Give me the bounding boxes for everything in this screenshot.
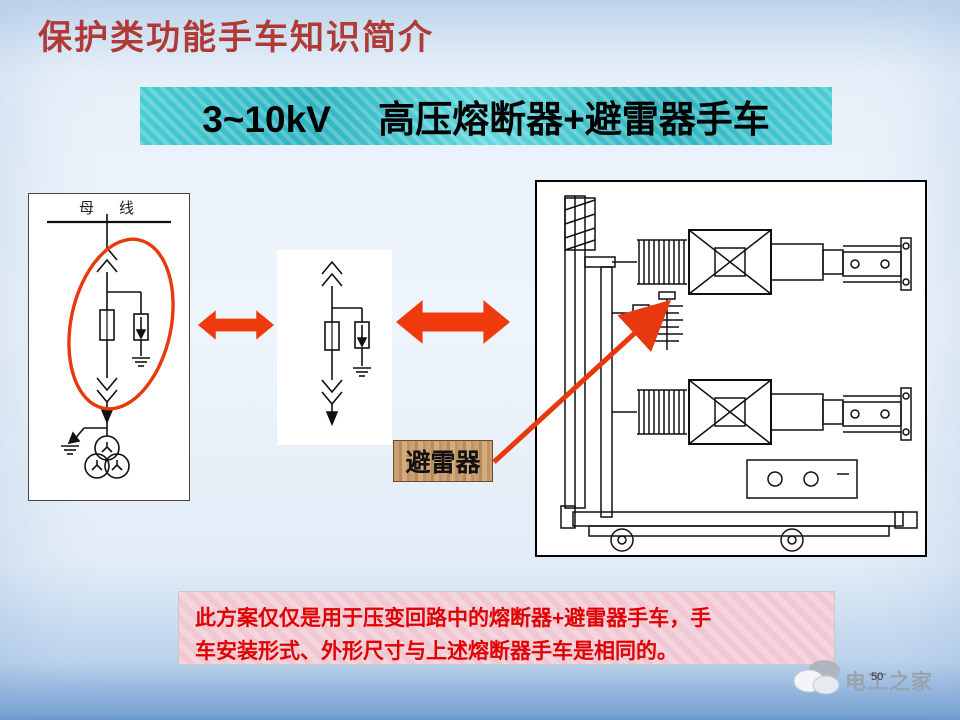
page-title: 保护类功能手车知识简介 (38, 19, 434, 57)
note-line-1: 此方案仅仅是用于压变回路中的熔断器+避雷器手车，手 (195, 607, 712, 630)
circuit-diagram-middle-graphic (321, 260, 371, 427)
bus-label: 母 线 (78, 200, 139, 217)
swap-arrow-right (396, 300, 510, 344)
banner-heading: 3~10kV 高压熔断器+避雷器手车 (140, 87, 832, 145)
page-number: 50 (871, 671, 884, 683)
highlight-ellipse (67, 237, 175, 411)
swap-arrow-left (198, 310, 274, 340)
truck-drawing-graphic (560, 195, 918, 552)
cloud-logo-icon (793, 660, 840, 695)
circuit-diagram-middle (277, 250, 392, 445)
note-line-2: 车安装形式、外形尺寸与上述熔断器手车是相同的。 (195, 639, 678, 663)
circuit-diagram-left: 母 线 (28, 193, 190, 501)
logo-text: 电工之家 (845, 671, 933, 694)
note-box: 此方案仅仅是用于压变回路中的熔断器+避雷器手车，手 车安装形式、外形尺寸与上述熔… (178, 591, 835, 665)
arrester-label: 避雷器 (393, 440, 493, 482)
truck-drawing (535, 180, 927, 557)
circuit-diagram-left-graphic (47, 214, 175, 479)
